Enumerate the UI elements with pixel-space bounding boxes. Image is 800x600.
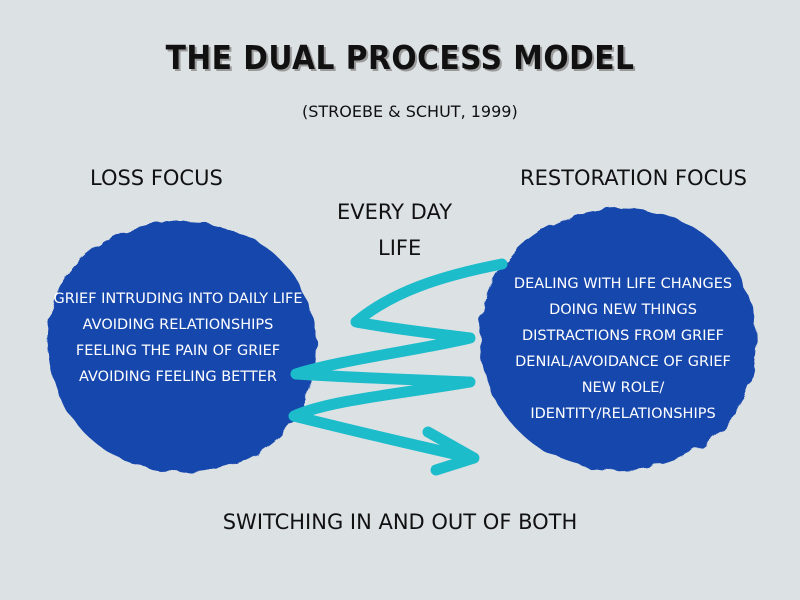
list-item: IDENTITY/RELATIONSHIPS: [530, 406, 716, 422]
list-item: DOING NEW THINGS: [549, 302, 697, 318]
citation: (STROEBE & SCHUT, 1999): [302, 102, 518, 121]
list-item: AVOIDING RELATIONSHIPS: [82, 317, 274, 333]
life-label: LIFE: [378, 236, 422, 260]
restoration-circle: [479, 207, 757, 471]
list-item: FEELING THE PAIN OF GRIEF: [75, 343, 281, 359]
every-day-label: EVERY DAY: [337, 200, 453, 224]
list-item: DISTRACTIONS FROM GRIEF: [521, 328, 725, 344]
loss-focus-label: LOSS FOCUS: [90, 166, 223, 190]
restoration-focus-label: RESTORATION FOCUS: [520, 166, 747, 190]
zigzag-arrow-icon: [288, 258, 508, 476]
loss-focus-list: GRIEF INTRUDING INTO DAILY LIFE AVOIDING…: [47, 286, 309, 390]
loss-circle: [47, 221, 317, 473]
switching-caption: SWITCHING IN AND OUT OF BOTH: [222, 510, 578, 534]
restoration-focus-list: DEALING WITH LIFE CHANGES DOING NEW THIN…: [492, 271, 754, 427]
page-title: THE DUAL PROCESS MODEL: [165, 38, 635, 77]
list-item: NEW ROLE/: [581, 380, 665, 396]
list-item: DEALING WITH LIFE CHANGES: [513, 276, 733, 292]
list-item: GRIEF INTRUDING INTO DAILY LIFE: [53, 291, 303, 307]
list-item: DENIAL/AVOIDANCE OF GRIEF: [515, 354, 731, 370]
list-item: AVOIDING FEELING BETTER: [79, 369, 277, 385]
